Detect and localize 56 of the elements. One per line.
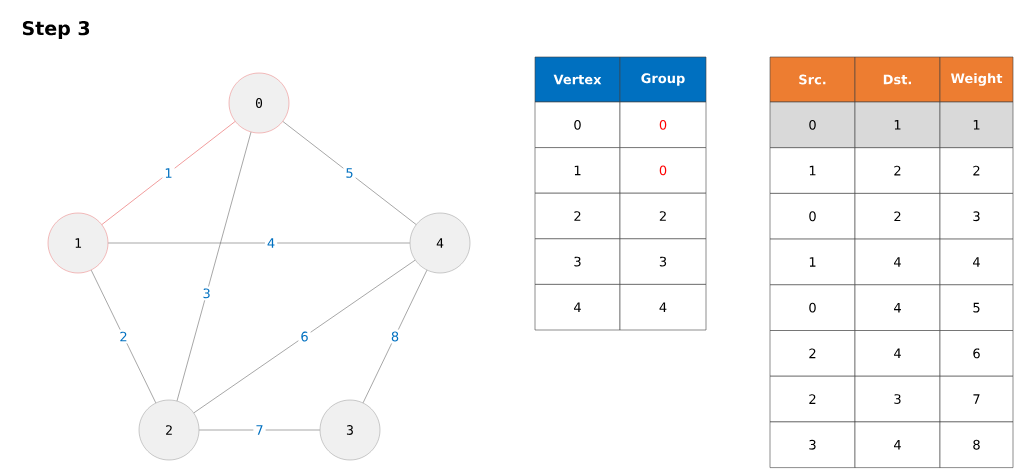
- table-cell: 2: [769, 330, 856, 377]
- table-cell: 0: [769, 284, 856, 331]
- edge-label: 5: [343, 166, 356, 180]
- table-cell: 2: [534, 192, 621, 240]
- table-cell: 7: [939, 375, 1014, 423]
- table-cell: 3: [939, 193, 1014, 240]
- edge-label: 2: [117, 329, 130, 344]
- edge-label: 4: [264, 236, 278, 250]
- table-cell: 8: [939, 421, 1014, 468]
- table-cell: 5: [939, 284, 1014, 331]
- edge-label: 6: [298, 329, 311, 344]
- table-cell: 2: [854, 193, 941, 240]
- table-cell: 1: [854, 101, 941, 148]
- table-cell: 4: [619, 284, 707, 331]
- table-cell: 1: [769, 238, 856, 286]
- table-cell: 6: [939, 330, 1014, 377]
- table-cell: 3: [854, 375, 941, 423]
- table-cell: 3: [534, 238, 621, 285]
- table-header-cell: Group: [619, 56, 707, 103]
- edge-label: 7: [253, 423, 266, 437]
- edge-line: [101, 121, 236, 225]
- table-cell: 2: [769, 375, 856, 423]
- table-cell: 0: [769, 101, 856, 148]
- edge-label: 8: [388, 329, 402, 344]
- table-header-cell: Src.: [769, 56, 856, 103]
- table-cell: 1: [769, 147, 856, 194]
- edge-label: 3: [200, 286, 213, 301]
- edge-line: [362, 269, 428, 404]
- table-cell: 0: [534, 101, 621, 148]
- table-cell: 4: [939, 238, 1014, 286]
- table-cell: 1: [939, 101, 1014, 148]
- table-cell: 4: [854, 421, 941, 468]
- edge-line: [107, 242, 411, 244]
- table-cell: 4: [854, 330, 941, 377]
- edge-line: [282, 121, 417, 225]
- edge-line: [193, 259, 416, 414]
- table-cell: 1: [534, 147, 621, 194]
- table-cell: 4: [534, 284, 621, 331]
- table-cell: 2: [619, 192, 707, 240]
- table-header-cell: Dst.: [854, 56, 941, 103]
- table-cell: 4: [854, 284, 941, 331]
- table-cell: 0: [769, 193, 856, 240]
- table-cell: 3: [619, 238, 707, 285]
- title: Step 3: [22, 21, 90, 40]
- table-cell: 2: [854, 147, 941, 194]
- edge-line: [198, 429, 321, 431]
- edge-line: [90, 269, 157, 404]
- table-cell: 0: [619, 147, 707, 194]
- edge-line: [176, 131, 252, 402]
- table-header-cell: Vertex: [534, 56, 621, 103]
- table-cell: 0: [619, 101, 707, 148]
- table-header-cell: Weight: [939, 56, 1014, 103]
- table-cell: 2: [939, 147, 1014, 194]
- table-cell: 3: [769, 421, 856, 468]
- edge-label: 1: [162, 166, 175, 180]
- table-cell: 4: [854, 238, 941, 286]
